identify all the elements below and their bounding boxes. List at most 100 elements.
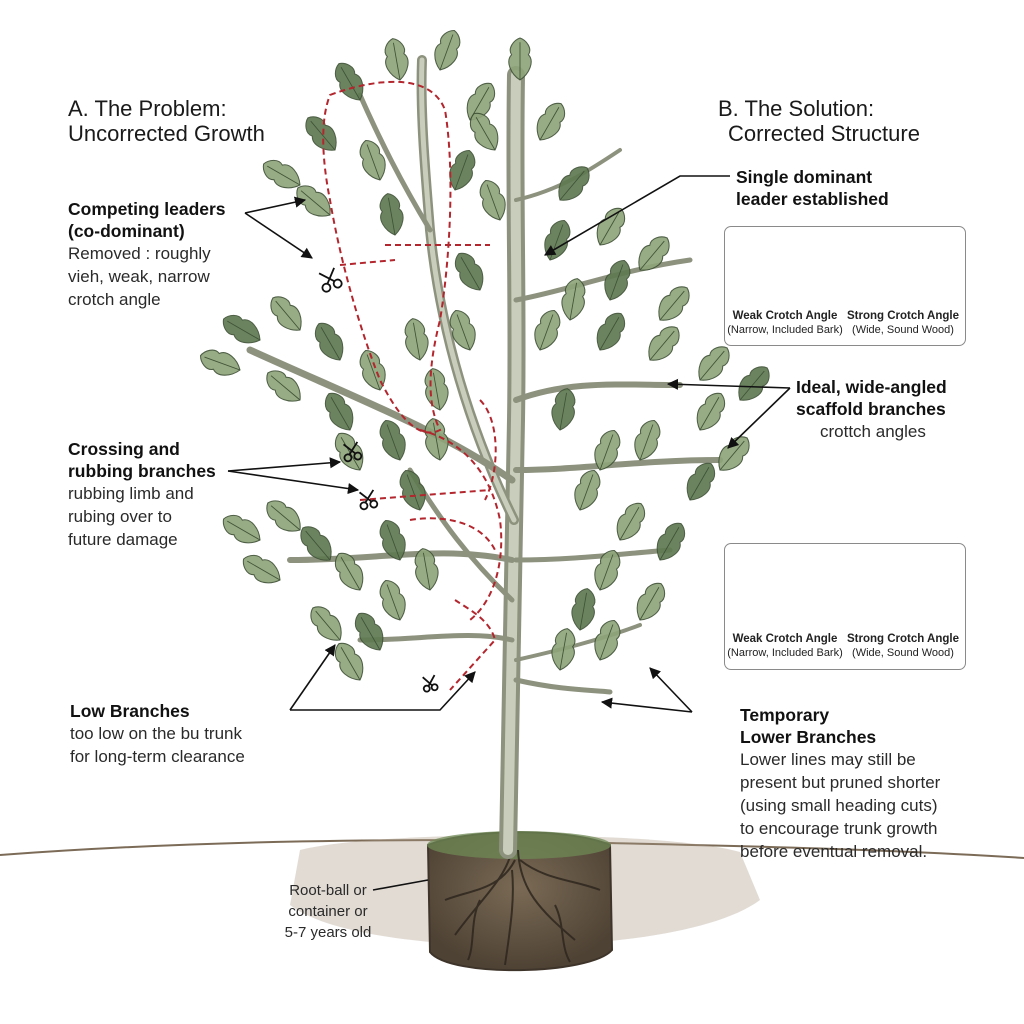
leaf-vein <box>320 327 341 361</box>
competing-desc-line: vieh, weak, narrow <box>68 267 210 286</box>
leaf-vein <box>439 34 454 71</box>
leaf-vein <box>569 282 577 321</box>
crossing-desc-line: rubbing limb and <box>68 484 194 503</box>
leaf-clusters <box>200 30 770 681</box>
strong-crotch-title: Strong Crotch Angle <box>846 633 959 645</box>
scaffold-branches-label: Ideal, wide-angled scaffold branches cro… <box>796 376 947 443</box>
leaf-vein <box>559 632 567 671</box>
problem-heading-line2: Uncorrected Growth <box>68 121 265 146</box>
leaf-vein <box>386 524 401 561</box>
leaf-vein <box>599 317 620 351</box>
leaf-vein <box>599 212 620 246</box>
leaf-vein <box>366 144 381 181</box>
leaf-vein <box>340 67 361 101</box>
scissors-icon <box>318 267 439 693</box>
leaf-vein <box>599 434 614 471</box>
single-leader-label: Single dominant leader established <box>736 166 889 210</box>
competing-title-line1: Competing leaders <box>68 199 226 219</box>
crotch-comparison-box-1: Weak Crotch Angle (Narrow, Included Bark… <box>724 226 966 346</box>
low-branches-title: Low Branches <box>70 701 190 721</box>
temporary-desc-line: present but pruned shorter <box>740 773 941 792</box>
leaf-vein <box>579 474 594 511</box>
leader-title-line1: Single dominant <box>736 167 873 187</box>
scaffold-title-line2: scaffold branches <box>796 399 946 419</box>
crossing-desc-line: rubing over to <box>68 507 172 526</box>
leaf-vein <box>386 584 401 621</box>
leaf-vein <box>386 424 401 461</box>
strong-crotch-title: Strong Crotch Angle <box>846 310 959 322</box>
competing-desc-line: Removed : roughly <box>68 244 211 263</box>
leaf-vein <box>475 117 496 151</box>
leaf-vein <box>275 300 301 331</box>
low-branches-label: Low Branches too low on the bu trunk for… <box>70 700 245 768</box>
leaf-vein <box>340 647 361 681</box>
weak-crotch-caption: Weak Crotch Angle (Narrow, Included Bark… <box>725 632 845 660</box>
leaf-vein <box>649 330 675 361</box>
leaf-vein <box>393 42 401 81</box>
temporary-desc-line: before eventual removal. <box>740 842 928 861</box>
crossing-title-line2: rubbing branches <box>68 461 216 481</box>
leaf-vein <box>227 520 261 541</box>
crossing-desc-line: future damage <box>68 530 178 549</box>
leaf-vein <box>689 467 710 501</box>
leaf-vein <box>433 422 441 461</box>
rootball-line: Root-ball or <box>289 882 367 899</box>
leaf-vein <box>340 557 361 591</box>
annotation-arrows <box>227 175 791 891</box>
leaf-vein <box>599 554 614 591</box>
temporary-desc-line: (using small heading cuts) <box>740 796 938 815</box>
leaf-vein <box>388 197 396 236</box>
leaf-vein <box>406 474 421 511</box>
low-branches-desc-line: for long-term clearance <box>70 747 245 766</box>
leaf-vein <box>639 587 660 621</box>
leaf-vein <box>300 190 331 216</box>
temporary-title-line2: Lower Branches <box>740 727 877 747</box>
leaf-vein <box>719 440 745 471</box>
leaf-vein <box>559 170 585 201</box>
leaf-vein <box>267 165 301 186</box>
leaf-vein <box>330 397 351 431</box>
leaf-vein <box>270 505 301 531</box>
rootball-line: container or <box>288 903 368 920</box>
rootball-label: Root-ball or container or 5-7 years old <box>268 880 388 943</box>
leaf-vein <box>659 290 685 321</box>
scaffold-desc: crottch angles <box>820 422 926 441</box>
leaf-vein <box>559 392 567 431</box>
weak-crotch-title: Weak Crotch Angle <box>732 633 838 645</box>
leaf-vein <box>739 370 765 401</box>
leaf-vein <box>539 107 560 141</box>
problem-heading: A. The Problem: Uncorrected Growth <box>68 96 265 146</box>
leaf-vein <box>579 592 587 631</box>
leaf-vein <box>454 154 469 191</box>
leaf-vein <box>227 320 261 341</box>
weak-crotch-sub: (Narrow, Included Bark) <box>727 647 843 659</box>
leaf-vein <box>413 322 421 361</box>
pruning-cut-outlines <box>322 80 503 691</box>
weak-crotch-caption: Weak Crotch Angle (Narrow, Included Bark… <box>725 309 845 337</box>
rootball-line: 5-7 years old <box>284 924 372 941</box>
temporary-title-line1: Temporary <box>740 705 830 725</box>
weak-crotch-title: Weak Crotch Angle <box>732 310 838 322</box>
leaf-vein <box>247 560 281 581</box>
leaf-vein <box>699 350 725 381</box>
leaf-vein <box>310 120 336 151</box>
leaf-vein <box>360 617 381 651</box>
leaf-vein <box>204 356 241 371</box>
weak-crotch-sub: (Narrow, Included Bark) <box>727 324 843 336</box>
leaf-vein <box>270 375 301 401</box>
competing-leaders-label: Competing leaders (co-dominant) Removed … <box>68 198 226 311</box>
leaf-vein <box>639 424 654 461</box>
temporary-desc-line: to encourage trunk growth <box>740 819 938 838</box>
solution-heading: B. The Solution: Corrected Structure <box>718 96 920 146</box>
strong-crotch-caption: Strong Crotch Angle (Wide, Sound Wood) <box>843 309 963 337</box>
strong-crotch-caption: Strong Crotch Angle (Wide, Sound Wood) <box>843 632 963 660</box>
temporary-branches-label: Temporary Lower Branches Lower lines may… <box>740 704 940 863</box>
leaf-vein <box>619 507 640 541</box>
solution-heading-line1: B. The Solution: <box>718 96 875 121</box>
leaf-vein <box>305 530 331 561</box>
leaf-vein <box>315 610 341 641</box>
leaf-vein <box>599 624 614 661</box>
competing-title-line2: (co-dominant) <box>68 221 185 241</box>
scaffold-title-line1: Ideal, wide-angled <box>796 377 947 397</box>
